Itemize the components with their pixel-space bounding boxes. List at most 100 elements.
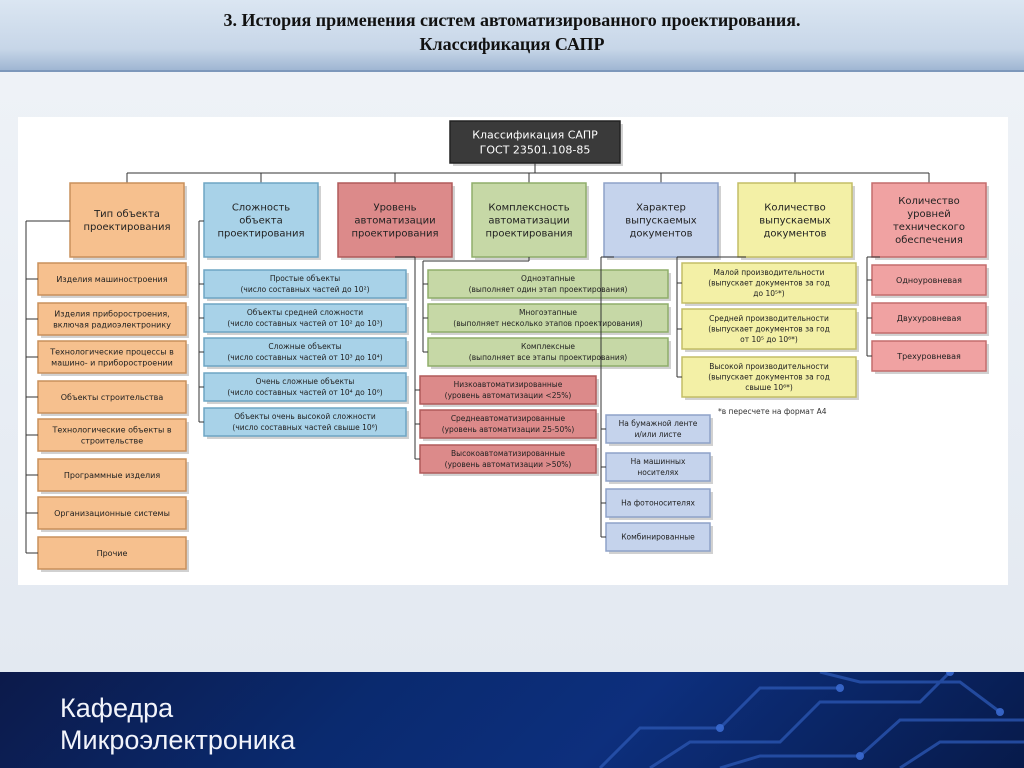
complexity-auto-box-1: Одноэтапные (выполняет один этап проектир… <box>427 269 671 301</box>
complexity-box-5-text: Объекты очень высокой сложности <box>234 412 376 421</box>
doc-character-box-2: На машинных носителях <box>605 452 713 484</box>
category-box-5-text: выпускаемых <box>625 216 697 227</box>
automation-level-box-1-text: (уровень автоматизации <25%) <box>445 391 572 400</box>
complexity-box-2-text: Объекты средней сложности <box>247 308 363 317</box>
complexity-box-1-text: Простые объекты <box>270 274 340 283</box>
complexity-auto-box-2-text: (выполняет несколько этапов проектирован… <box>453 319 642 328</box>
doc-quantity-box-2-text: Средней производительности <box>709 314 829 323</box>
doc-character-box-1-text: На бумажной ленте <box>619 419 698 428</box>
object-type-box-4-text: Объекты строительства <box>61 393 164 402</box>
doc-quantity-box-3-text: (выпускает документов за год <box>708 373 830 382</box>
category-box-4-text: автоматизации <box>488 216 569 227</box>
category-box-2-text: Сложность <box>232 203 290 214</box>
root-box-text: ГОСТ 23501.108-85 <box>480 143 591 156</box>
object-type-box-3-text: машино- и приборостроении <box>51 358 173 367</box>
complexity-auto-box-2: Многоэтапные (выполняет несколько этапов … <box>427 303 671 335</box>
doc-character-box-1-text: и/или листе <box>634 430 681 439</box>
automation-level-box-2-text: (уровень автоматизации 25-50%) <box>442 425 575 434</box>
root-box-text: Классификация САПР <box>472 128 598 141</box>
complexity-box-2: Объекты средней сложности(число составны… <box>203 303 409 335</box>
category-box-2: Сложность объекта проектирования <box>203 182 321 260</box>
category-box-3: Уровень автоматизации проектирования <box>337 182 455 260</box>
slide-title-line2: Классификация САПР <box>419 34 605 54</box>
object-type-box-5-text: Технологические объекты в <box>51 425 171 434</box>
automation-level-box-3-text: (уровень автоматизации >50%) <box>445 460 572 469</box>
object-type-box-5: Технологические объекты в строительстве <box>37 418 189 454</box>
department-line2: Микроэлектроника <box>60 725 296 755</box>
complexity-auto-box-3-text: (выполняет все этапы проектирования) <box>469 353 627 362</box>
tech-level-box-2-text: Двухуровневая <box>897 314 962 323</box>
doc-character-box-1: На бумажной ленте и/или листе <box>605 414 713 446</box>
doc-character-box-2-text: носителях <box>637 468 679 477</box>
category-box-2-text: объекта <box>239 216 283 227</box>
automation-level-box-1-text: Низкоавтоматизированные <box>454 380 563 389</box>
category-box-3-text: автоматизации <box>354 216 435 227</box>
object-type-box-2-text: включая радиоэлектронику <box>53 320 171 329</box>
department-label: Кафедра Микроэлектроника <box>60 692 295 756</box>
complexity-box-3-text: Сложные объекты <box>268 342 341 351</box>
object-type-box-6-text: Программные изделия <box>64 471 160 480</box>
doc-quantity-box-3-text: свыше 10⁶*) <box>745 383 793 392</box>
tech-level-box-3: Трехуровневая <box>871 340 989 374</box>
category-box-6-text: Количество <box>764 203 826 214</box>
automation-level-box-1: Низкоавтоматизированные (уровень автомати… <box>419 375 599 407</box>
automation-level-box-3-text: Высокоавтоматизированные <box>451 449 565 458</box>
object-type-box-3-text: Технологические процессы в <box>49 347 174 356</box>
complexity-box-4-text: (число составных частей от 10⁴ до 10⁶) <box>227 388 382 397</box>
object-type-box-7: Организационные системы <box>37 496 189 532</box>
complexity-auto-box-1-text: (выполняет один этап проектирования) <box>469 285 628 294</box>
object-type-box-4: Объекты строительства <box>37 380 189 416</box>
object-type-box-8: Прочие <box>37 536 189 572</box>
object-type-box-6: Программные изделия <box>37 458 189 494</box>
complexity-auto-box-2-text: Многоэтапные <box>519 308 577 317</box>
footer-band: Кафедра Микроэлектроника <box>0 672 1024 768</box>
object-type-box-7-text: Организационные системы <box>54 509 170 518</box>
doc-quantity-box-2-text: (выпускает документов за год <box>708 325 830 334</box>
category-box-7-text: технического <box>893 222 965 233</box>
complexity-box-5: Объекты очень высокой сложности (число со… <box>203 407 409 439</box>
complexity-auto-box-1-text: Одноэтапные <box>521 274 575 283</box>
category-box-4-text: Комплексность <box>488 203 569 214</box>
doc-character-box-2-text: На машинных <box>631 457 686 466</box>
automation-level-box-3: Высокоавтоматизированные (уровень автомат… <box>419 444 599 476</box>
doc-quantity-box-1: Малой производительности(выпускает докум… <box>681 262 859 306</box>
object-type-box-8-text: Прочие <box>97 549 128 558</box>
complexity-box-1: Простые объекты (число составных частей д… <box>203 269 409 301</box>
category-box-4: Комплексность автоматизации проектирования <box>471 182 589 260</box>
complexity-auto-box-3-text: Комплексные <box>521 342 575 351</box>
object-type-box-5-text: строительстве <box>81 436 143 445</box>
category-box-6-text: документов <box>763 229 826 240</box>
circuit-decoration <box>598 672 1024 768</box>
category-box-2-text: проектирования <box>217 229 304 240</box>
category-box-3-text: проектирования <box>351 229 438 240</box>
automation-level-box-2: Среднеавтоматизированные (уровень автомат… <box>419 409 599 441</box>
tech-level-box-1-text: Одноуровневая <box>896 276 962 285</box>
object-type-box-1-text: Изделия машиностроения <box>56 275 167 284</box>
slide-header: 3. История применения систем автоматизир… <box>0 0 1024 72</box>
complexity-box-4: Очень сложные объекты (число составных ча… <box>203 372 409 404</box>
category-box-5-text: документов <box>629 229 692 240</box>
doc-character-box-3-text: На фотоносителях <box>621 499 695 508</box>
category-box-3-text: Уровень <box>373 203 416 214</box>
doc-character-box-3: На фотоносителях <box>605 488 713 520</box>
tech-level-box-3-text: Трехуровневая <box>896 352 961 361</box>
doc-quantity-box-1-text: Малой производительности <box>714 268 825 277</box>
automation-level-box-2-text: Среднеавтоматизированные <box>451 414 566 423</box>
slide-title: 3. История применения систем автоматизир… <box>0 8 1024 56</box>
complexity-auto-box-3: Комплексные (выполняет все этапы проектир… <box>427 337 671 369</box>
category-box-7-text: уровней <box>907 209 950 220</box>
doc-quantity-box-2-text: от 10⁵ до 10⁶*) <box>740 335 798 344</box>
doc-quantity-box-2: Средней производительности (выпускает док… <box>681 308 859 352</box>
category-box-4-text: проектирования <box>485 229 572 240</box>
complexity-box-4-text: Очень сложные объекты <box>256 377 355 386</box>
doc-quantity-box-1-text: до 10⁵*) <box>753 289 784 298</box>
complexity-box-3: Сложные объекты (число составных частей о… <box>203 337 409 369</box>
category-box-7-text: обеспечения <box>895 235 963 246</box>
tech-level-box-1: Одноуровневая <box>871 264 989 298</box>
complexity-box-1-text: (число составных частей до 10²) <box>240 285 369 294</box>
complexity-box-3-text: (число составных частей от 10³ до 10⁴) <box>227 353 382 362</box>
complexity-box-5-text: (число составных частей свыше 10⁶) <box>232 423 377 432</box>
